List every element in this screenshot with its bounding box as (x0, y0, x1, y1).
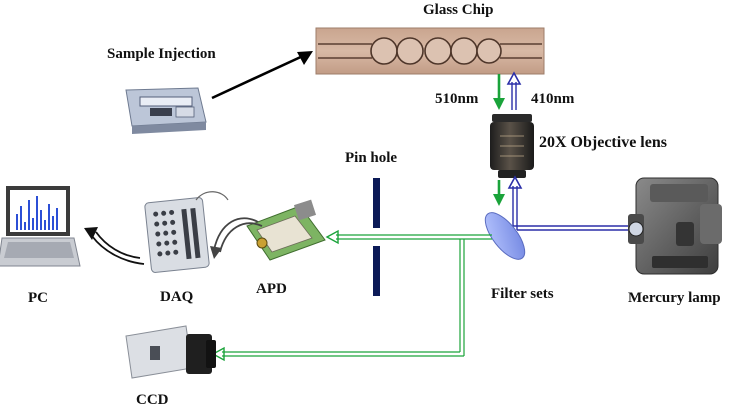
emission-light-path (211, 229, 492, 362)
emission-arrow-to-filter (493, 180, 505, 206)
ccd-camera-image (125, 325, 216, 379)
excitation-light-path (507, 175, 630, 231)
apd-daq-cable (210, 217, 263, 259)
apd-label: APD (256, 281, 287, 297)
wavelength-510nm-label: 510nm (435, 91, 479, 107)
objective-lens-label: 20X Objective lens (539, 134, 667, 151)
sample-injection-label: Sample Injection (107, 46, 216, 62)
glass-chip-label: Glass Chip (423, 2, 493, 18)
wavelength-410nm-label: 410nm (531, 91, 575, 107)
filter-set-image (484, 212, 526, 260)
pc-label: PC (28, 290, 48, 306)
filter-sets-label: Filter sets (491, 286, 554, 302)
syringe-pump-image (125, 87, 207, 134)
apd-image (246, 199, 326, 261)
emission-arrow-down (493, 74, 505, 110)
daq-label: DAQ (160, 289, 194, 305)
pin-hole-bars (373, 178, 380, 296)
daq-pc-cable (84, 227, 145, 265)
objective-lens-image (490, 114, 534, 178)
pc-laptop-image (0, 186, 81, 267)
excitation-arrow-up (506, 71, 522, 110)
daq-image (144, 191, 229, 273)
injection-arrow (211, 51, 313, 100)
ccd-label: CCD (136, 392, 169, 408)
pin-hole-label: Pin hole (345, 150, 397, 166)
mercury-lamp-label: Mercury lamp (628, 290, 721, 306)
glass-chip-image (315, 27, 545, 75)
mercury-lamp-image (628, 177, 722, 275)
